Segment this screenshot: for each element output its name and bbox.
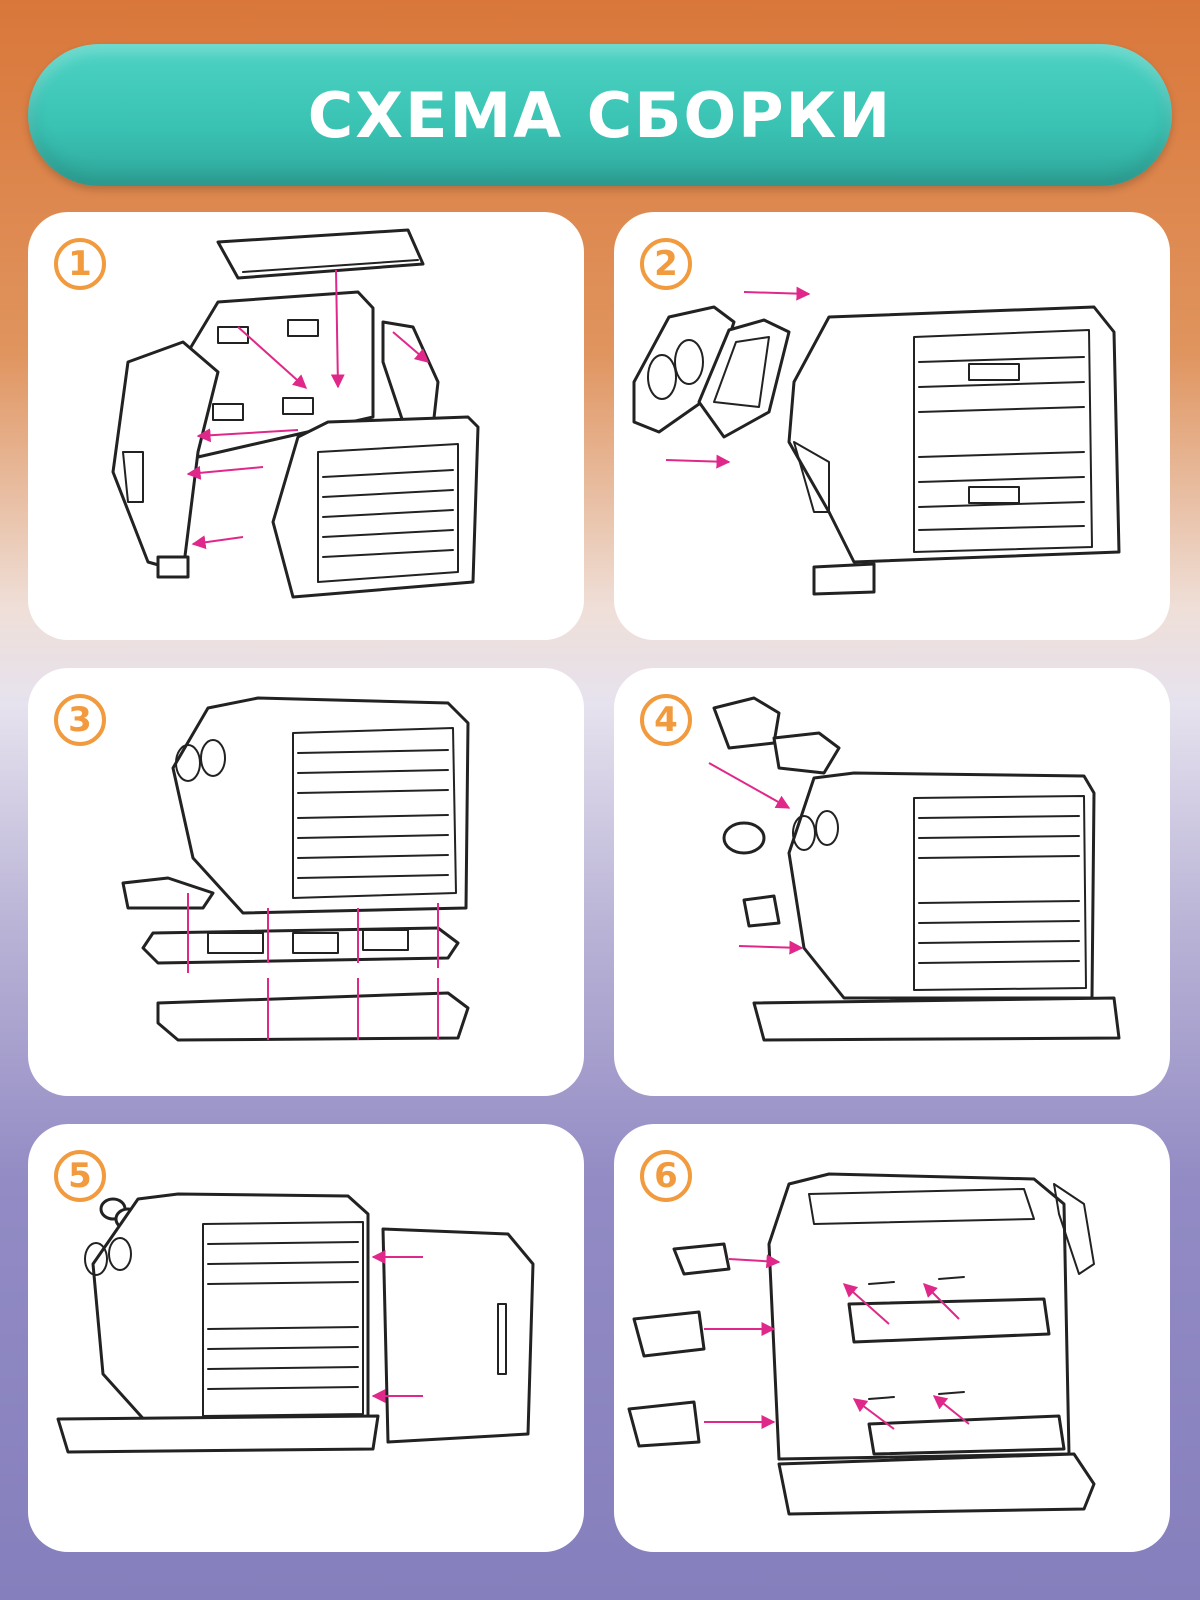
step-4-panel: 4 (614, 668, 1170, 1096)
step-3-panel: 3 (28, 668, 584, 1096)
step-4-badge: 4 (640, 694, 692, 746)
page-title: СХЕМА СБОРКИ (307, 78, 893, 152)
step-4-illustration (708, 696, 1121, 1042)
step-5-illustration (56, 1192, 535, 1454)
step-3-badge: 3 (54, 694, 106, 746)
step-2-panel: 2 (614, 212, 1170, 640)
step-3-illustration (121, 696, 470, 1042)
step-6-illustration (627, 1172, 1096, 1516)
step-2-illustration (632, 286, 1121, 596)
step-1-panel: 1 (28, 212, 584, 640)
step-2-badge: 2 (640, 238, 692, 290)
step-1-badge: 1 (54, 238, 106, 290)
step-5-badge: 5 (54, 1150, 106, 1202)
step-5-panel: 5 (28, 1124, 584, 1552)
step-1-illustration (111, 228, 480, 599)
step-6-badge: 6 (640, 1150, 692, 1202)
title-banner: СХЕМА СБОРКИ (28, 44, 1172, 186)
step-6-panel: 6 (614, 1124, 1170, 1552)
